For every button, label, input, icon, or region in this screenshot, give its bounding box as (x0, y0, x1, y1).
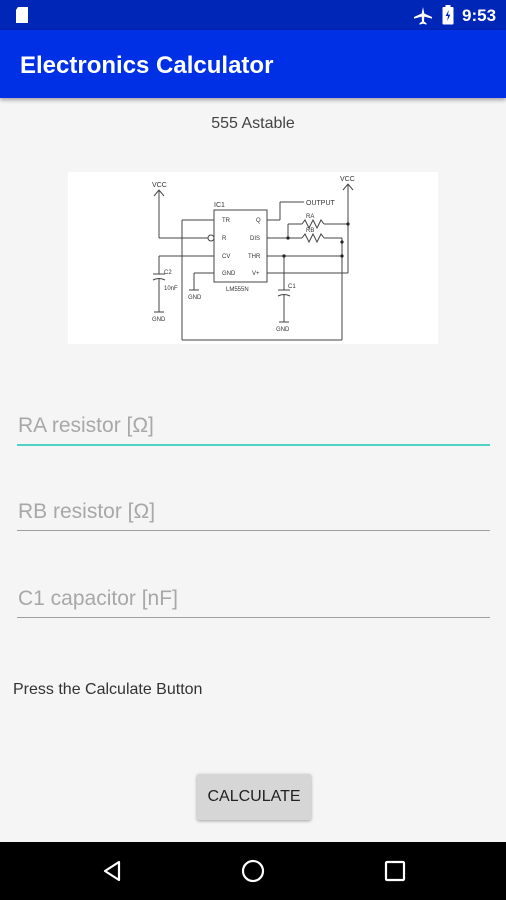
rb-label: RB (306, 228, 314, 234)
pin-cv-label: CV (222, 254, 230, 260)
pin-dis-label: DIS (250, 236, 260, 242)
back-icon[interactable] (100, 859, 124, 888)
ic-label: IC1 (214, 202, 225, 209)
chip-label: LM555N (226, 287, 249, 293)
ra-label: RA (306, 214, 314, 220)
pin-gnd-label: GND (222, 271, 236, 277)
c2-value-label: 10nF (164, 286, 178, 292)
app-title: Electronics Calculator (20, 52, 274, 79)
c2-label: C2 (164, 270, 172, 276)
status-bar: 9:53 (0, 0, 506, 30)
c1-capacitor-placeholder: C1 capacitor [nF] (18, 587, 178, 610)
result-text: Press the Calculate Button (13, 681, 203, 698)
pin-thr-label: THR (248, 254, 261, 260)
app-bar: Electronics Calculator (0, 30, 506, 98)
pin-q-label: Q (256, 218, 261, 224)
vcc-label-right: VCC (340, 176, 355, 183)
pin-vplus-label: V+ (252, 271, 260, 277)
c1-label: C1 (288, 284, 296, 290)
calculate-button[interactable]: CALCULATE (197, 774, 311, 820)
rb-resistor-placeholder: RB resistor [Ω] (18, 500, 156, 523)
airplane-mode-icon (413, 6, 433, 31)
gnd-label-1: GND (152, 317, 166, 323)
sd-card-icon (14, 6, 30, 29)
circuit-schematic: VCC VCC IC1 OUTPUT RA RB TR Q R DIS CV T… (68, 172, 438, 344)
status-clock: 9:53 (462, 6, 497, 25)
vcc-label-left: VCC (152, 182, 167, 189)
rb-field-underline (17, 530, 490, 531)
ra-field-underline (17, 444, 490, 446)
gnd-label-2: GND (188, 295, 202, 301)
ra-resistor-placeholder: RA resistor [Ω] (18, 414, 154, 437)
gnd-label-3: GND (276, 327, 290, 333)
output-label: OUTPUT (306, 200, 336, 207)
home-icon[interactable] (240, 858, 266, 889)
pin-r-label: R (222, 236, 227, 242)
c1-field-underline (17, 617, 490, 618)
battery-icon (442, 5, 454, 30)
pin-tr-label: TR (222, 218, 231, 224)
navigation-bar (0, 842, 506, 900)
recent-apps-icon[interactable] (384, 860, 406, 887)
circuit-title: 555 Astable (211, 115, 295, 132)
